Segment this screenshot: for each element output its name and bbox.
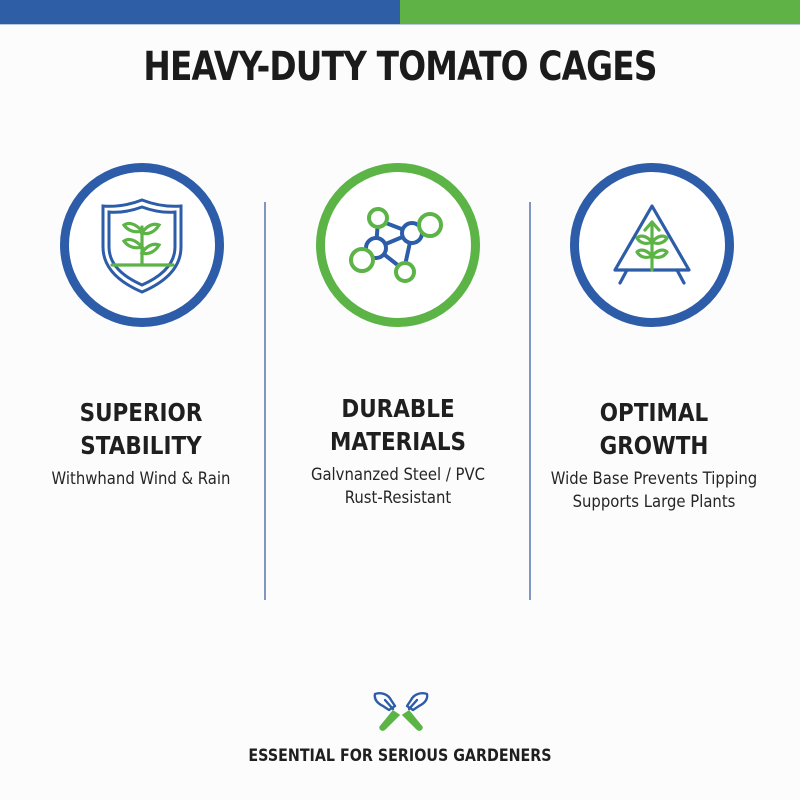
top-color-bar (0, 0, 800, 25)
feature-title: OPTIMAL GROWTH (599, 398, 709, 460)
molecule-network-icon (349, 207, 443, 283)
feature-title: DURABLE MATERIALS (329, 394, 467, 456)
column-divider-left (264, 202, 266, 600)
top-bar-blue-segment (0, 0, 400, 24)
feature-icon-ring-stability (60, 163, 224, 327)
feature-materials: DURABLE MATERIALS Galvnanzed Steel / PVC… (268, 392, 528, 509)
feature-icon-ring-materials (316, 163, 480, 327)
shield-plant-icon (101, 198, 183, 294)
feature-stability: SUPERIOR STABILITY Withwhand Wind & Rain (11, 396, 271, 490)
footer-tagline: ESSENTIAL FOR SERIOUS GARDENERS (248, 746, 552, 766)
feature-growth: OPTIMAL GROWTH Wide Base Prevents Tippin… (524, 396, 784, 513)
page-title: HEAVY-DUTY TOMATO CAGES (143, 44, 657, 90)
feature-title: SUPERIOR STABILITY (79, 398, 203, 460)
feature-description: Withwhand Wind & Rain (51, 469, 231, 488)
feature-icon-ring-growth (570, 163, 734, 327)
top-bar-green-segment (400, 0, 800, 24)
feature-description: Galvnanzed Steel / PVC Rust-Resistant (310, 465, 486, 507)
triangle-cage-plant-icon (613, 204, 691, 285)
crossed-trowels-icon (373, 692, 429, 731)
column-divider-right (529, 202, 531, 600)
feature-description: Wide Base Prevents Tipping Supports Larg… (550, 469, 758, 511)
